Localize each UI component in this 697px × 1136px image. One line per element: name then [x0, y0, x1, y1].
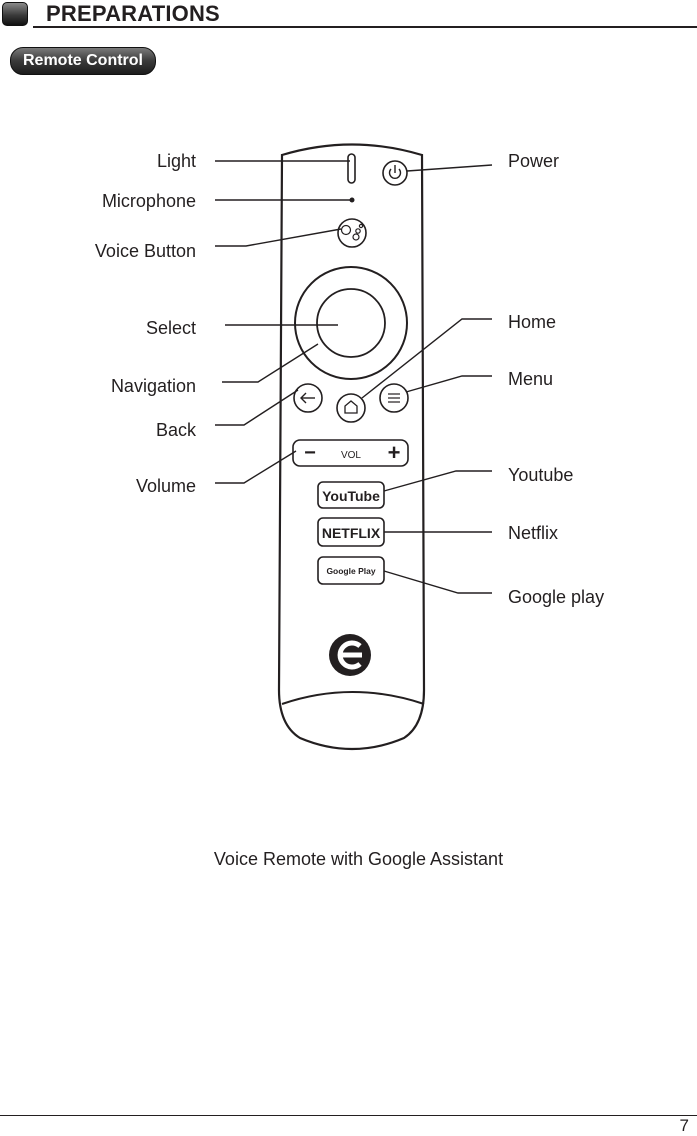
back-button [293, 383, 323, 413]
leader-navigation [222, 343, 319, 383]
leader-youtube [383, 470, 492, 492]
label-microphone: Microphone [101, 191, 196, 211]
leader-power [406, 164, 493, 172]
label-light: Light [156, 151, 196, 171]
netflix-logo-text: NETFLIX [322, 525, 381, 541]
google-play-logo-text: Google Play [326, 566, 375, 576]
label-power: Power [508, 151, 560, 171]
vol-label: VOL [341, 450, 361, 461]
power-button [382, 160, 408, 186]
leader-menu [405, 375, 492, 393]
menu-button [379, 383, 409, 413]
label-navigation: Navigation [110, 376, 196, 396]
vol-minus-icon: − [304, 442, 316, 464]
footer-divider [0, 1115, 697, 1116]
section-title: PREPARATIONS [46, 1, 220, 26]
page-number: 7 [679, 1116, 689, 1135]
title-divider [33, 26, 697, 28]
label-voice-button: Voice Button [94, 241, 196, 261]
leader-back [215, 389, 299, 426]
label-netflix: Netflix [508, 523, 559, 543]
microphone-icon [349, 197, 355, 203]
home-button [336, 393, 366, 423]
google-play-button: Google Play [317, 556, 385, 585]
figure-caption: Voice Remote with Google Assistant [213, 849, 504, 869]
leader-voice [215, 228, 342, 247]
remote-bottom-cap [281, 691, 425, 705]
label-google-play: Google play [508, 587, 605, 607]
leader-google-play [383, 570, 492, 594]
volume-rocker: − VOL + [292, 439, 409, 467]
label-menu: Menu [508, 369, 554, 389]
brand-logo-icon [329, 634, 371, 676]
voice-button-icon [337, 218, 367, 248]
netflix-button: NETFLIX [317, 517, 385, 547]
label-back: Back [155, 420, 196, 440]
subsection-pill: Remote Control [10, 47, 156, 75]
vol-plus-icon: + [388, 440, 401, 465]
youtube-logo-text: YouTube [322, 488, 380, 504]
label-youtube: Youtube [508, 465, 574, 485]
label-volume: Volume [135, 476, 196, 496]
leader-home [361, 318, 492, 399]
label-select: Select [145, 318, 196, 338]
label-home: Home [508, 312, 557, 332]
light-indicator [347, 153, 356, 184]
section-marker-icon [2, 2, 28, 26]
leader-volume [215, 450, 297, 484]
select-button [316, 288, 386, 358]
youtube-button: YouTube [317, 481, 385, 509]
